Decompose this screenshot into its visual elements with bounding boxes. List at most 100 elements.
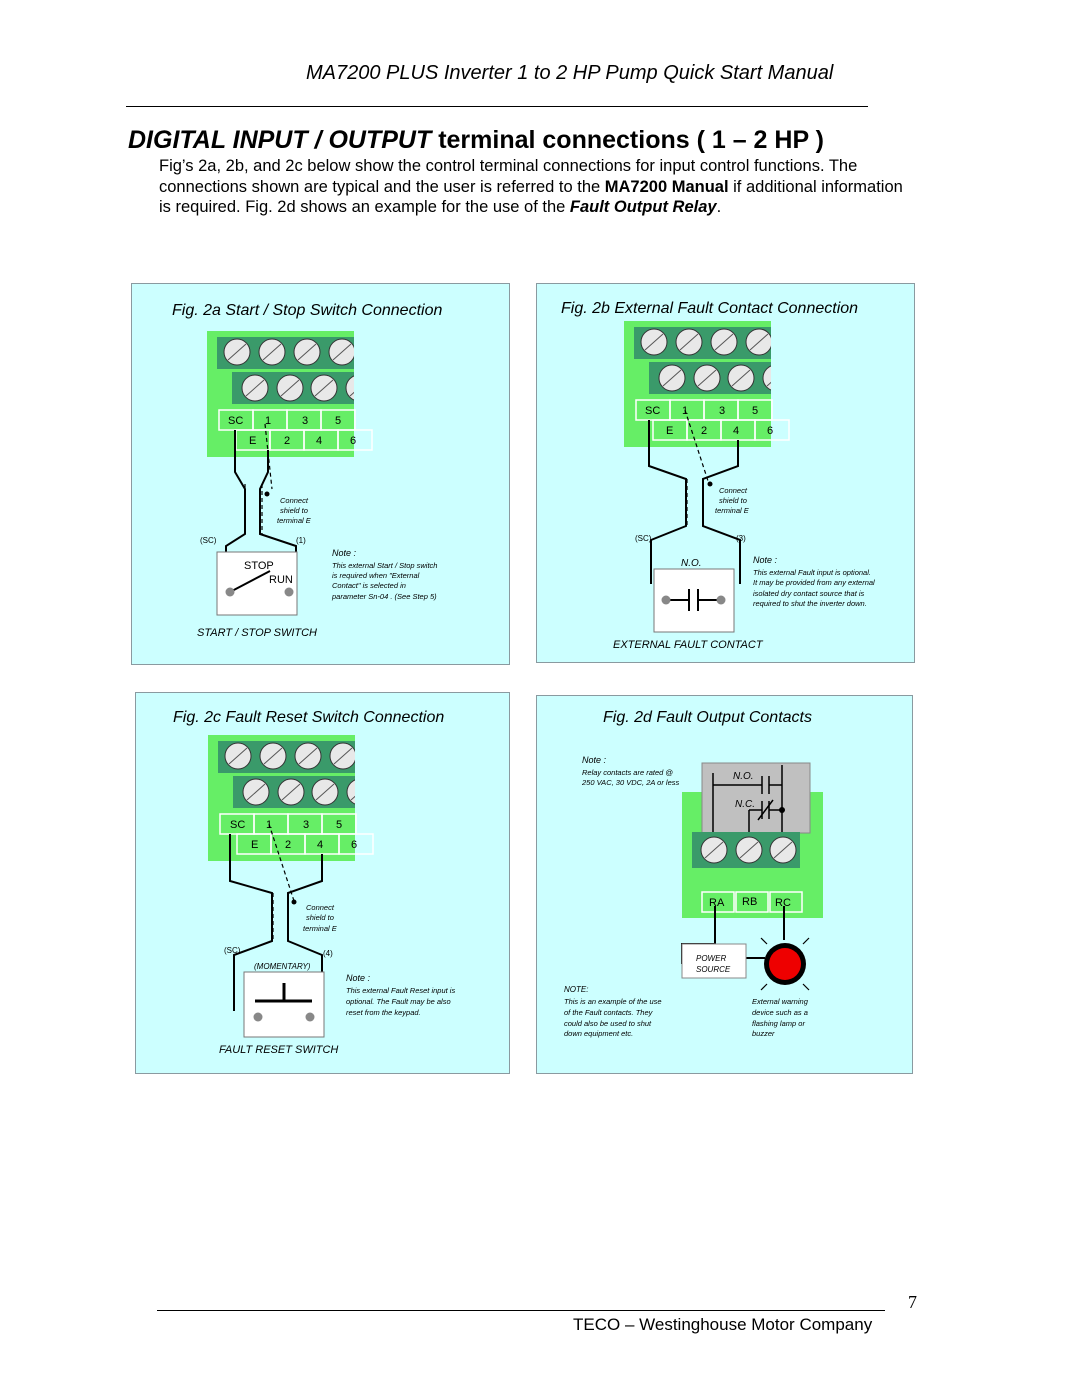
rb-label: RB — [742, 896, 757, 908]
svg-text:1: 1 — [265, 415, 271, 427]
svg-text:isolated dry contact source th: isolated dry contact source that is — [753, 589, 865, 598]
intro-relay-ref: Fault Output Relay — [569, 198, 717, 216]
terminal-tag: (3) — [736, 534, 746, 543]
svg-text:3: 3 — [719, 405, 725, 417]
fig-2a-diagram: Fig. 2a Start / Stop Switch Connection S… — [172, 302, 442, 639]
ra-label: RA — [709, 897, 725, 909]
terminal-tag: (1) — [296, 536, 306, 545]
fig-2d-title: Fig. 2d Fault Output Contacts — [603, 709, 812, 726]
svg-text:E: E — [666, 425, 673, 437]
section-title-italic: DIGITAL INPUT / OUTPUT — [128, 126, 432, 154]
fig-2b-panel: Fig. 2b External Fault Contact Connectio… — [536, 283, 915, 663]
terminal-tag: (4) — [323, 949, 333, 958]
svg-text:5: 5 — [335, 415, 341, 427]
svg-text:terminal E: terminal E — [715, 506, 750, 515]
svg-text:Connect: Connect — [280, 496, 309, 505]
svg-text:shield to: shield to — [280, 506, 308, 515]
relay-contacts — [701, 762, 811, 834]
svg-text:2: 2 — [701, 425, 707, 437]
svg-text:5: 5 — [752, 405, 758, 417]
svg-text:Contact" is selected in: Contact" is selected in — [332, 581, 406, 590]
svg-text:down equipment etc.: down equipment etc. — [564, 1029, 633, 1038]
svg-text:required to shut the inverter: required to shut the inverter down. — [753, 599, 867, 608]
svg-text:3: 3 — [303, 819, 309, 831]
fig-2a-caption: START / STOP SWITCH — [197, 627, 317, 639]
intro-manual-ref: MA7200 Manual — [604, 177, 729, 196]
fig-2c-title: Fig. 2c Fault Reset Switch Connection — [173, 709, 444, 726]
fig-2d-diagram: Fig. 2d Fault Output Contacts Note : Rel… — [564, 709, 823, 1038]
no-label: N.O. — [681, 558, 702, 569]
svg-text:SC: SC — [228, 415, 243, 427]
svg-text:reset from the keypad.: reset from the keypad. — [346, 1008, 421, 1017]
svg-text:This external Fault Reset inp: This external Fault Reset input is — [346, 986, 455, 995]
header-rule — [126, 106, 868, 107]
stop-label: STOP — [244, 560, 274, 572]
svg-text:device such as a: device such as a — [752, 1008, 808, 1017]
fig-2b-note: This external Fault input is optional.It… — [753, 568, 875, 608]
fig-2d-panel: Fig. 2d Fault Output Contacts Note : Rel… — [536, 695, 913, 1074]
fig-2d-note2: This is an example of the use of the Faul… — [564, 997, 662, 1038]
svg-text:terminal E: terminal E — [277, 516, 312, 525]
manual-title: MA7200 PLUS Inverter 1 to 2 HP Pump Quic… — [306, 62, 834, 84]
svg-text:shield to: shield to — [306, 913, 334, 922]
momentary-label: (MOMENTARY) — [254, 962, 311, 971]
fig-2a-title: Fig. 2a Start / Stop Switch Connection — [172, 302, 442, 319]
svg-text:SC: SC — [230, 819, 245, 831]
svg-text:4: 4 — [317, 839, 323, 851]
svg-text:parameter Sn-04 . (See Step 5): parameter Sn-04 . (See Step 5) — [331, 592, 437, 601]
fig-2b-diagram: Fig. 2b External Fault Contact Connectio… — [561, 300, 875, 651]
svg-text:This is an example of the use: This is an example of the use — [564, 997, 662, 1006]
sc-tag: (SC) — [635, 534, 652, 543]
sc-tag: (SC) — [200, 536, 217, 545]
pushbutton-symbol — [255, 983, 312, 1003]
nc-contact-label: N.C. — [735, 799, 755, 810]
svg-text:SC: SC — [645, 405, 660, 417]
svg-text:of the Fault contacts. They: of the Fault contacts. They — [564, 1008, 654, 1017]
svg-text:5: 5 — [336, 819, 342, 831]
fault-reset-switch-box — [243, 971, 325, 1038]
section-title: DIGITAL INPUT / OUTPUT terminal connecti… — [128, 126, 824, 155]
svg-text:is required when "External: is required when "External — [332, 571, 420, 580]
power-source-label-1: POWER — [696, 954, 726, 963]
svg-text:shield to: shield to — [719, 496, 747, 505]
note-label: Note : — [582, 755, 607, 765]
svg-text:6: 6 — [351, 839, 357, 851]
svg-text:External warning: External warning — [752, 997, 809, 1006]
note-label: Note : — [346, 973, 371, 983]
sc-tag: (SC) — [224, 946, 241, 955]
no-contact-label: N.O. — [733, 771, 754, 782]
svg-text:This external Start / Stop swi: This external Start / Stop switch — [332, 561, 437, 570]
fig-2c-diagram: Fig. 2c Fault Reset Switch Connection SC… — [173, 709, 455, 1056]
fig-2b-title: Fig. 2b External Fault Contact Connectio… — [561, 300, 858, 317]
svg-text:E: E — [251, 839, 258, 851]
svg-text:3: 3 — [302, 415, 308, 427]
svg-text:Relay contacts are rated @: Relay contacts are rated @ — [582, 768, 673, 777]
svg-text:It may be provided from any ex: It may be provided from any external — [753, 578, 875, 587]
svg-text:4: 4 — [316, 435, 322, 447]
run-label: RUN — [269, 574, 293, 586]
svg-text:6: 6 — [350, 435, 356, 447]
svg-text:Connect: Connect — [719, 486, 748, 495]
power-source-label-2: SOURCE — [696, 965, 731, 974]
fig-2c-note: This external Fault Reset input isoption… — [346, 986, 455, 1017]
note-label: Note : — [332, 548, 357, 558]
fig-2c-caption: FAULT RESET SWITCH — [219, 1044, 338, 1056]
start-stop-switch-box — [216, 551, 298, 616]
svg-text:E: E — [249, 435, 256, 447]
section-title-rest: terminal connections ( 1 – 2 HP ) — [431, 126, 824, 154]
svg-text:2: 2 — [285, 839, 291, 851]
svg-text:terminal E: terminal E — [303, 924, 338, 933]
svg-text:2: 2 — [284, 435, 290, 447]
page-number: 7 — [908, 1292, 917, 1312]
footer-rule — [157, 1310, 885, 1311]
intro-paragraph: Fig’s 2a, 2b, and 2c below show the cont… — [159, 156, 919, 218]
svg-text:250 VAC, 30 VDC, 2A or less: 250 VAC, 30 VDC, 2A or less — [581, 778, 680, 787]
fig-2b-caption: EXTERNAL FAULT CONTACT — [613, 639, 764, 651]
